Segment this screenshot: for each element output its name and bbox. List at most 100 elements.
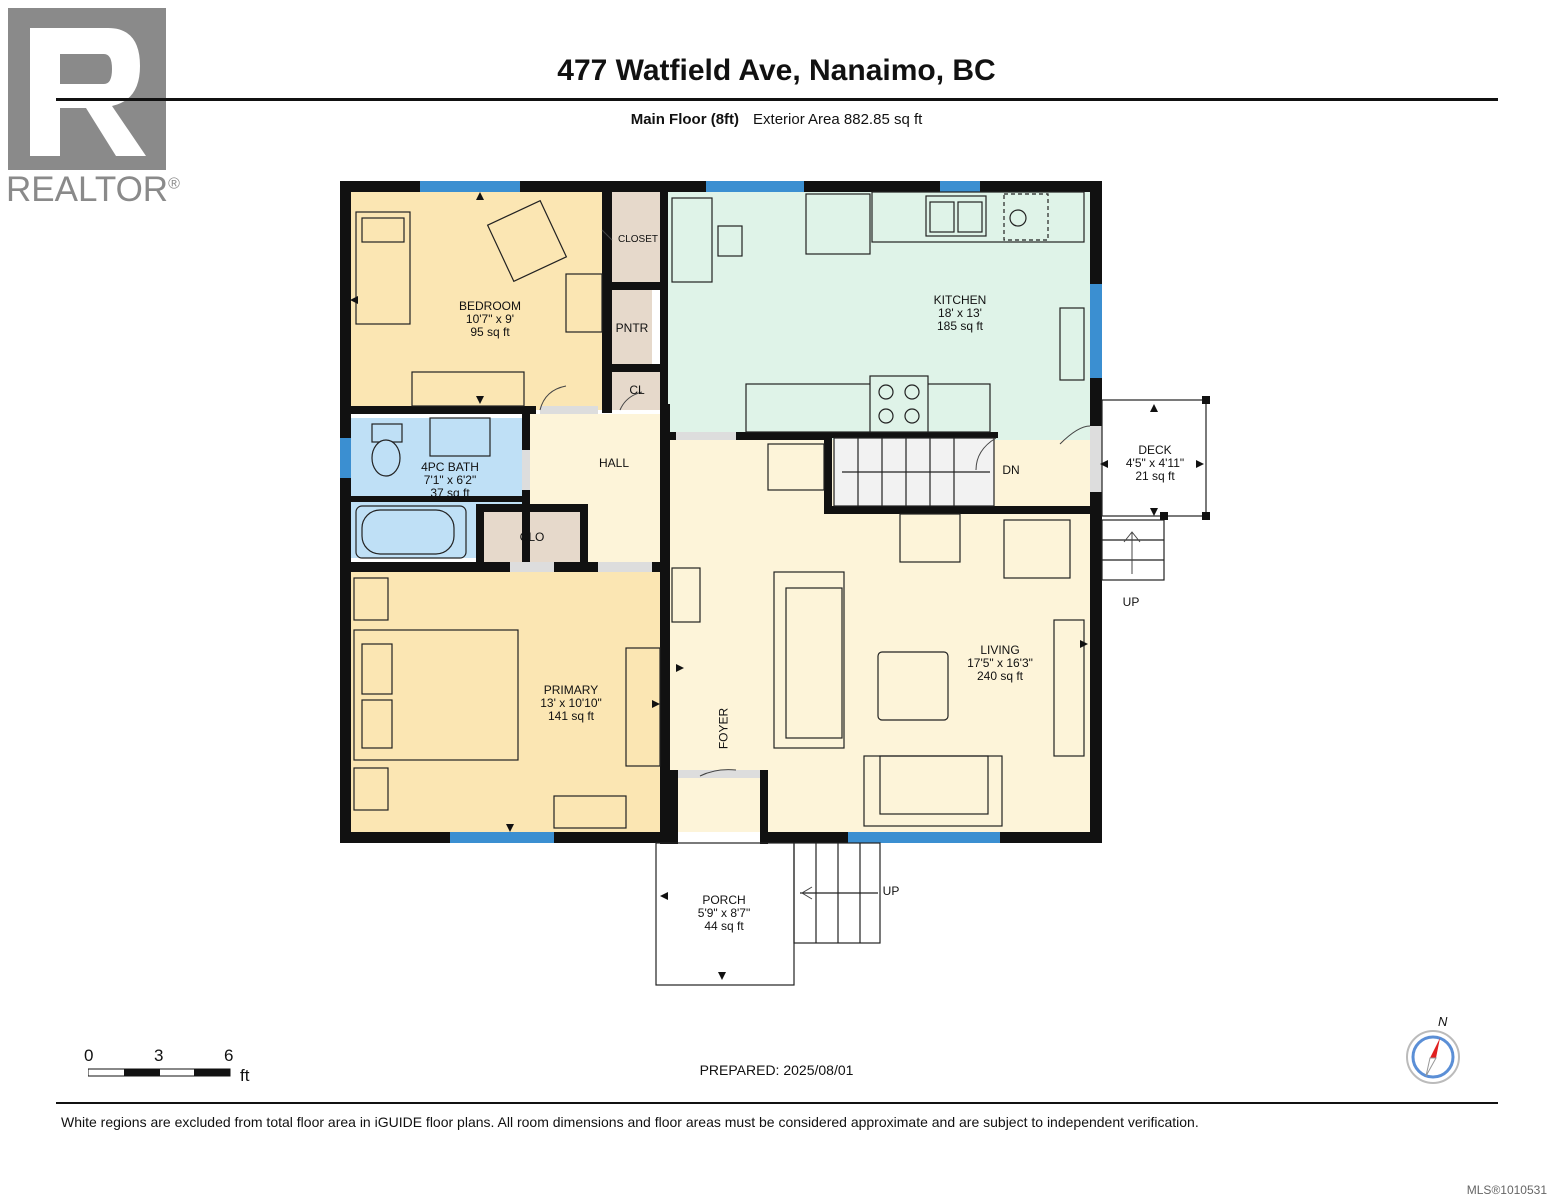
prepared-date: PREPARED: 2025/08/01 [699,1062,854,1078]
room-name: PORCH [702,893,746,907]
wall-bath-bottom [340,496,530,502]
room-dims: 10'7" x 9' [465,312,515,326]
wall-clo-left [476,504,484,564]
bedroom-bed [355,211,411,325]
room-dims: 7'1" x 6'2" [423,473,477,487]
wall-left [340,181,351,843]
kitchen-sink [925,195,987,237]
wall-stair-bottom [824,506,1102,514]
room-name: BEDROOM [458,299,521,313]
primary-nightstand-2 [353,767,389,811]
page-title: 477 Watfield Ave, Nanaimo, BC [557,54,996,87]
wall-bed-right [602,181,612,413]
bedroom-dresser [411,371,525,407]
window-primary [450,832,554,843]
floor-label: Main Floor (8ft) [630,111,740,128]
room-label-bath: 4PC BATH 7'1" x 6'2" 37 sq ft [390,461,510,500]
stove [869,375,929,433]
living-sofa-left [773,571,845,749]
dishwasher [1003,193,1049,241]
toilet [371,423,403,443]
room-dims: 4'5" x 4'11" [1125,456,1185,470]
room-name: KITCHEN [933,293,987,307]
wall-foyer-left [670,770,678,844]
wall-closets-right [660,181,668,413]
window-kitchen-2 [940,181,980,192]
window-kitchen-east [1090,284,1102,378]
room-dims: 5'9" x 8'7" [697,906,751,920]
door-foyer [678,770,760,778]
room-name: 4PC BATH [421,460,479,474]
room-dims: 17'5" x 16'3" [967,656,1033,670]
room-area: 141 sq ft [547,709,595,723]
window-bath [340,438,351,478]
living-sofa-bottom [863,755,1003,827]
kitchen-chair [717,225,743,257]
room-area: 44 sq ft [704,919,744,933]
wall-pantry-bottom [604,364,664,372]
scale-bar: 0 3 6 ft [84,1046,264,1086]
room-label-kitchen: KITCHEN 18' x 13' 185 sq ft [900,294,1020,333]
room-label-closet: CLOSET [617,234,658,245]
bathtub [355,505,467,559]
room-label-living: LIVING 17'5" x 16'3" 240 sq ft [940,644,1060,683]
porch-stairs [793,842,881,944]
wall-clo-right [580,504,588,564]
porch-stairs-up-label: UP [882,884,900,898]
wall-foyer-right [760,770,768,844]
room-label-primary: PRIMARY 13' x 10'10" 141 sq ft [511,684,631,723]
closet-fill [612,190,662,282]
scale-tick-6: 6 [224,1046,234,1065]
room-dims: 18' x 13' [938,306,982,320]
scale-unit: ft [240,1066,250,1085]
title-divider [56,98,1498,101]
living-chair-1 [899,513,961,563]
bedroom-desk [565,273,603,333]
primary-bed [353,629,519,761]
window-bedroom [420,181,520,192]
stair-entry [767,443,825,491]
room-label-cl: CL [629,383,645,397]
compass-icon [1406,1030,1460,1084]
window-kitchen-1 [706,181,804,192]
hall-cabinet [671,567,701,623]
room-area: 185 sq ft [936,319,984,333]
room-area: 21 sq ft [1135,469,1175,483]
door-primary-1 [510,562,554,572]
kitchen-table [671,197,713,283]
wall-clo-box [476,504,588,512]
room-name: LIVING [980,643,1020,657]
kitchen-fridge [805,193,871,255]
wall-stair-left [824,432,832,512]
wall-kitchen-bottom [670,432,830,440]
footer-divider [56,1102,1498,1104]
room-area: 95 sq ft [470,325,510,339]
door-hall-kitchen [676,432,736,440]
room-label-foyer: FOYER [716,707,731,750]
door-primary-2 [598,562,652,572]
exterior-area: Exterior Area 882.85 sq ft [753,111,923,128]
door-deck [1090,426,1102,492]
room-label-deck: DECK 4'5" x 4'11" 21 sq ft [1100,444,1210,483]
realtor-logo-icon [8,8,166,170]
room-label-clo: CLO [519,530,545,544]
room-area: 37 sq ft [430,486,470,500]
room-dims: 13' x 10'10" [540,696,602,710]
scale-bar-graphic [88,1068,231,1077]
wall-kitchen-left [660,404,670,844]
kitchen-east-counter [1059,307,1085,381]
deck-stairs [1101,519,1165,581]
room-label-hall: HALL [598,456,630,470]
bedroom-chair [486,199,568,283]
scale-tick-0: 0 [84,1046,94,1065]
living-chair-2 [1003,519,1071,579]
room-label-pantry: PNTR [615,321,649,335]
room-label-porch: PORCH 5'9" x 8'7" 44 sq ft [664,894,784,933]
wall-primary-top [340,562,670,572]
wall-bed-bottom [340,406,536,414]
clo-fill [484,512,580,562]
room-name: DECK [1138,443,1172,457]
wall-stair-top [824,432,998,438]
stairs-down-label: DN [1002,463,1020,477]
